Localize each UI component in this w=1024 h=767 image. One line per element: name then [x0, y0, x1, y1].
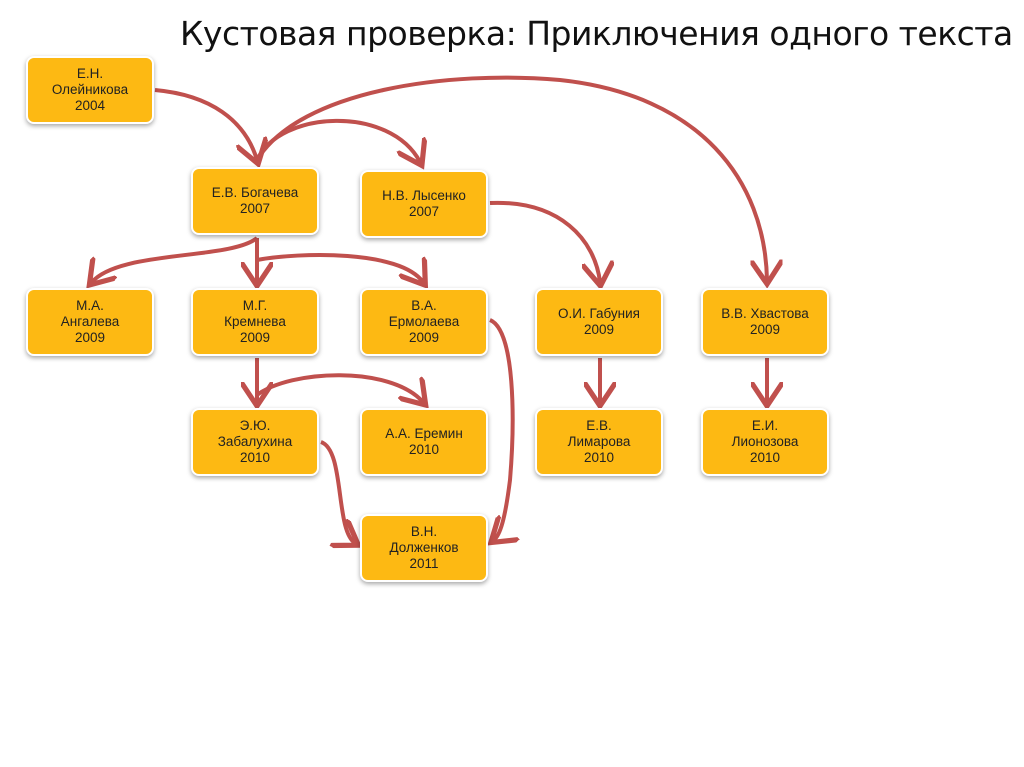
node-text-line: М.Г.	[242, 298, 268, 313]
node-text-line: 2007	[239, 201, 271, 216]
arrow-bogacheva-to-lysenko	[255, 118, 420, 162]
node-text-line: Ермолаева	[388, 314, 460, 329]
node-text-line: Олейникова	[51, 82, 129, 97]
node-text-line: М.А.	[76, 298, 104, 313]
slide-title: Кустовая проверка: Приключения одного те…	[180, 14, 1013, 53]
node-text-line: В.Н.	[410, 524, 438, 539]
node-text-line: Е.В. Богачева	[211, 185, 299, 200]
node-text-line: В.А.	[411, 298, 437, 313]
node-text-line: Е.В.	[586, 418, 612, 433]
node-text-line: 2009	[408, 330, 440, 345]
arrow-bogacheva-to-khvastova	[255, 75, 767, 280]
node-text-line: 2009	[749, 322, 781, 337]
arrow-kremneva-to-eremin	[255, 373, 423, 402]
node-text-line: В.В. Хвастова	[721, 306, 809, 321]
node-text-line: 2009	[239, 330, 271, 345]
node-text-line: 2010	[583, 450, 615, 465]
arrow-ermolaeva-to-dolzhenkov	[490, 318, 513, 540]
node-text-line: Э.Ю.	[239, 418, 271, 433]
node-text-line: 2010	[239, 450, 271, 465]
node-text-line: Кремнева	[224, 314, 286, 329]
node-text-line: 2009	[74, 330, 106, 345]
arrow-bogacheva-to-angaleva	[92, 236, 259, 282]
node-text-line: 2011	[409, 556, 439, 571]
node-text-line: Долженков	[389, 540, 459, 555]
node-text-line: Е.Н.	[76, 66, 104, 81]
node-text-line: 2010	[408, 442, 440, 457]
node-text-line: Лимарова	[567, 434, 631, 449]
node-text-line: 2010	[749, 450, 781, 465]
node-text-line: А.А. Еремин	[385, 426, 463, 441]
arrow-lysenko-to-gabuniya	[489, 200, 600, 282]
node-text-line: Лионозова	[731, 434, 799, 449]
node-text-line: 2009	[583, 322, 615, 337]
node-text-line: Н.В. Лысенко	[382, 188, 466, 203]
node-text-line: Забалухина	[217, 434, 293, 449]
arrow-zabalukhina-to-dolzhenkov	[319, 440, 355, 543]
arrow-oleynikova-to-bogacheva	[154, 88, 257, 160]
node-text-line: 2004	[74, 98, 106, 113]
node-text-line: Ангалева	[60, 314, 120, 329]
node-text-line: 2007	[408, 204, 440, 219]
arrow-bogacheva-to-ermolaeva	[256, 253, 423, 282]
node-text-line: Е.И.	[751, 418, 779, 433]
node-text-line: О.И. Габуния	[557, 306, 640, 321]
